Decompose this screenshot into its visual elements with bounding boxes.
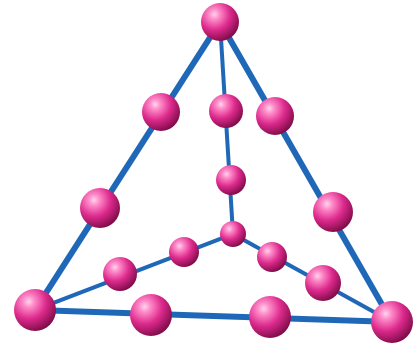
rod-bottom [32,307,395,325]
sphere [216,165,246,195]
sphere-vertex-left [14,289,56,331]
sphere [169,237,199,267]
sphere [305,265,341,301]
sphere-vertex-right [371,301,413,343]
sphere-vertex-top [201,3,239,41]
sphere [103,257,137,291]
rod-apex-right [217,19,395,325]
rods [32,19,395,325]
sphere [257,242,287,272]
sphere [249,296,291,338]
sphere [130,294,172,336]
sphere [80,188,120,228]
rod-apex-back [218,20,235,236]
sphere [313,192,353,232]
sphere [142,93,180,131]
sphere [220,221,246,247]
sphere [256,97,294,135]
rod-apex-left [32,19,223,313]
spheres [14,3,413,343]
sphere [209,94,243,128]
